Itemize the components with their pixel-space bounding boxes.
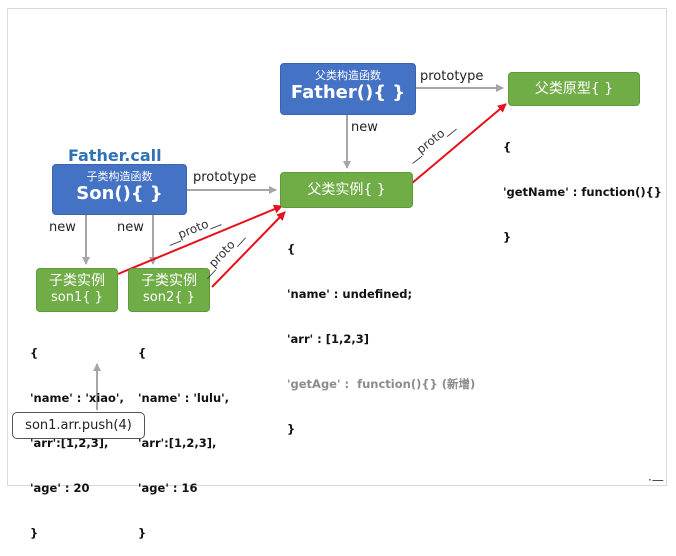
- son1-line1: 子类实例: [49, 273, 105, 289]
- code-line: 'age' : 16: [138, 481, 198, 495]
- code-line: {: [287, 242, 296, 256]
- son1-push-callout: son1.arr.push(4): [12, 412, 145, 439]
- prototype-label-top: prototype: [420, 69, 484, 84]
- son2-line1: 子类实例: [141, 273, 197, 289]
- son-constructor-caption: 子类构造函数: [86, 170, 153, 183]
- code-line: {: [30, 346, 39, 360]
- son1-proto-arrow: [117, 204, 283, 275]
- corner-mark: ·—: [648, 473, 664, 487]
- code-line: 'age' : 20: [30, 481, 90, 495]
- code-line: 'arr':[1,2,3],: [138, 436, 217, 450]
- code-line: }: [30, 526, 39, 540]
- father-constructor-caption: 父类构造函数: [315, 69, 381, 82]
- code-line: 'arr' : [1,2,3]: [287, 332, 370, 346]
- code-line-added: 'getAge' : function(){} (新增): [287, 377, 476, 391]
- prototype-label-mid: prototype: [193, 170, 257, 185]
- father-prototype-code: { 'getName' : function(){} }: [503, 110, 662, 260]
- code-line: }: [503, 230, 512, 244]
- code-line: }: [287, 422, 296, 436]
- father-instance-box: 父类实例{ }: [280, 172, 413, 208]
- son-constructor-name: Son(){ }: [76, 183, 163, 204]
- son-constructor-box: 子类构造函数 Son(){ }: [52, 164, 187, 215]
- father-instance-code: { 'name' : undefined; 'arr' : [1,2,3] 'g…: [287, 212, 475, 452]
- diagram-frame: [7, 8, 667, 486]
- code-line: 'name' : 'lulu',: [138, 391, 230, 405]
- new-label-father: new: [351, 120, 378, 135]
- son1-line2: son1{ }: [51, 290, 103, 305]
- connector-layer: [82, 84, 507, 410]
- code-line: 'getName' : function(){}: [503, 185, 662, 199]
- new-label-son2: new: [117, 220, 144, 235]
- son2-code: { 'name' : 'lulu', 'arr':[1,2,3], 'age' …: [138, 316, 229, 556]
- father-prototype-label: 父类原型{ }: [534, 81, 614, 97]
- son2-line2: son2{ }: [143, 290, 195, 305]
- father-instance-label: 父类实例{ }: [307, 182, 386, 198]
- son2-instance-box: 子类实例 son2{ }: [128, 268, 210, 312]
- new-label-son1: new: [49, 220, 76, 235]
- code-line: 'name' : 'xiao',: [30, 391, 124, 405]
- instance-proto-arrow: [410, 103, 507, 185]
- code-line: {: [138, 346, 147, 360]
- father-constructor-box: 父类构造函数 Father(){ }: [280, 63, 416, 115]
- code-line: 'name' : undefined;: [287, 287, 413, 301]
- son1-instance-box: 子类实例 son1{ }: [36, 268, 118, 312]
- son2-proto-arrow: [211, 211, 286, 288]
- code-line: {: [503, 140, 512, 154]
- father-prototype-box: 父类原型{ }: [508, 72, 640, 106]
- father-constructor-name: Father(){ }: [290, 82, 406, 103]
- code-line: }: [138, 526, 147, 540]
- code-line: 'arr':[1,2,3],: [30, 436, 109, 450]
- father-call-title: Father.call: [68, 146, 162, 165]
